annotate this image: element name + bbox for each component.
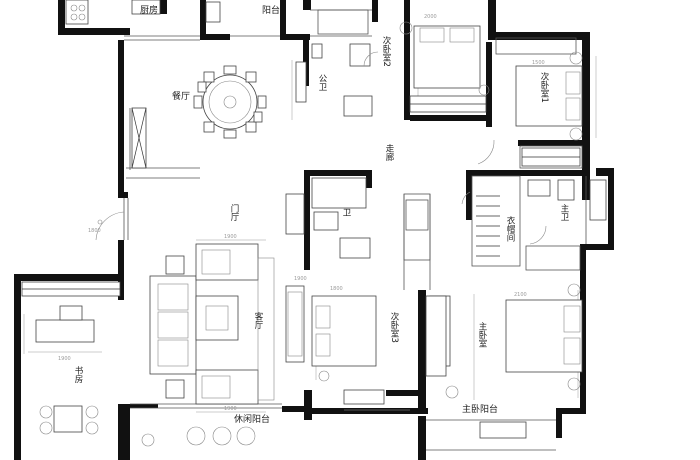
bedroom-2-furniture [399,21,490,113]
dim-label: 1800 [88,228,101,234]
label-cloakroom: 衣帽间 [505,215,515,242]
study-furniture [21,281,121,435]
cloakroom-fixtures [476,179,607,257]
thin-outlines [123,9,587,451]
dim-label: 1500 [532,60,545,66]
room-labels: 厨房 阳台 餐厅 次卧室2 次卧室1 公卫 走廊 门厅 客厅 卫 次卧室3 衣帽… [73,4,569,425]
label-living-room: 客厅 [253,311,263,329]
label-public-bath: 公卫 [317,74,327,91]
label-kitchen: 厨房 [140,4,158,16]
dining-table [193,65,267,139]
dim-label: 1900 [58,356,71,362]
dim-label: 2000 [424,14,437,20]
label-leisure-balcony: 休闲阳台 [234,413,270,425]
dim-label: 1900 [294,276,307,282]
label-dining: 餐厅 [172,90,190,102]
label-secondary-bedroom-1: 次卧室1 [539,71,549,102]
label-bath-small: 卫 [341,208,351,217]
label-corridor: 走廊 [384,144,394,162]
walls [14,0,614,460]
living-room-furniture [149,243,305,405]
door-swings [95,51,547,245]
dim-label: 1900 [224,406,237,412]
label-entrance: 门厅 [229,203,239,221]
label-master-bedroom: 主卧室 [477,321,487,347]
label-study: 书房 [73,365,83,384]
label-balcony-top: 阳台 [262,4,280,16]
small-bath-fixtures [285,177,371,259]
dim-label: 2100 [514,292,527,298]
dim-label: 1800 [330,286,343,292]
label-master-balcony: 主卧阳台 [462,403,498,415]
bedroom-1-furniture [515,51,583,167]
label-secondary-bedroom-2: 次卧室2 [381,35,391,66]
kitchen-fixtures [65,0,221,25]
master-bedroom-furniture [425,283,583,391]
label-secondary-bedroom-3: 次卧室3 [389,311,399,342]
balcony-furniture [141,421,527,447]
label-master-bath: 主卫 [559,203,569,221]
dimension-labels: 1800 1900 1900 1900 2000 1500 1800 2100 … [58,14,545,412]
dining-sideboard [131,107,147,169]
dim-label: 1900 [224,234,237,240]
